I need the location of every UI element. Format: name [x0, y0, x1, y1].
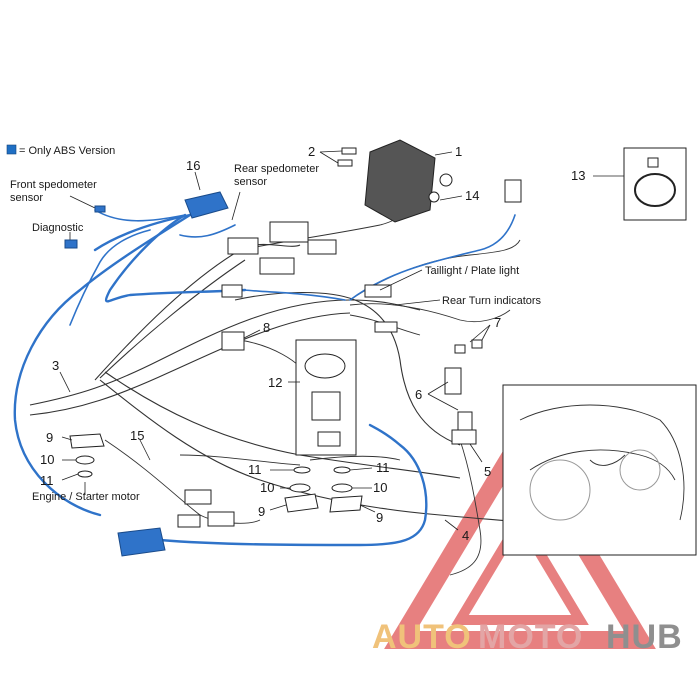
- screws: [319, 147, 357, 167]
- legend-text: = Only ABS Version: [19, 145, 115, 157]
- callout-10-center: 10: [260, 480, 274, 495]
- label-diagnostic: Diagnostic: [32, 222, 84, 234]
- abs-connector: [117, 527, 166, 557]
- leader-15: [139, 439, 151, 461]
- callout-3: 3: [52, 358, 59, 373]
- cable-tie-box: [593, 147, 687, 221]
- diagnostic-connector: [64, 239, 78, 249]
- callout-5: 5: [484, 464, 491, 479]
- fuse-box-group: [288, 339, 357, 456]
- callout-4: 4: [462, 528, 469, 543]
- abs-control-unit: [184, 191, 229, 219]
- terminal-parts-center: [269, 466, 376, 513]
- leader-taillight: [379, 269, 423, 291]
- callout-13: 13: [571, 168, 585, 183]
- abs-harness: [13, 209, 516, 547]
- callout-8: 8: [263, 320, 270, 335]
- callout-15: 15: [130, 428, 144, 443]
- leader-4: [444, 519, 459, 531]
- watermark-auto: AUTO: [372, 618, 472, 656]
- label-engine-starter: Engine / Starter motor: [32, 491, 140, 503]
- bushings: [428, 173, 463, 203]
- label-rear-turn: Rear Turn indicators: [442, 295, 542, 307]
- leader-16: [194, 171, 201, 191]
- callout-12: 12: [268, 375, 282, 390]
- callout-11-right: 11: [376, 460, 390, 475]
- callout-14: 14: [465, 188, 479, 203]
- legend-swatch: [6, 144, 17, 155]
- leader-5: [469, 443, 483, 463]
- inset-view: [502, 384, 697, 556]
- connector-pair: [427, 367, 477, 445]
- fuse-parts: [454, 324, 491, 354]
- watermark-hub: HUB: [606, 618, 683, 656]
- callout-9-right: 9: [376, 510, 383, 525]
- terminal-parts-left: [61, 433, 105, 481]
- watermark-text: AUTO MOTO HUB: [372, 618, 683, 656]
- callout-1: 1: [455, 144, 462, 159]
- leader-3: [59, 371, 71, 393]
- callout-2: 2: [308, 144, 315, 159]
- label-front-speedo-1: Front spedometer: [10, 179, 97, 191]
- voltage-regulator: [364, 139, 453, 223]
- label-taillight: Taillight / Plate light: [425, 265, 519, 277]
- callout-7: 7: [494, 315, 501, 330]
- front-sensor-plug: [94, 205, 106, 213]
- watermark-moto: MOTO: [478, 618, 583, 656]
- connectors: [177, 179, 522, 528]
- callout-9-left: 9: [46, 430, 53, 445]
- label-front-speedo-2: sensor: [10, 192, 43, 204]
- relay: [221, 329, 261, 351]
- leader-rear-speedo: [231, 191, 241, 221]
- callout-6: 6: [415, 387, 422, 402]
- callout-10-left: 10: [40, 452, 54, 467]
- label-rear-speedo-2: sensor: [234, 176, 267, 188]
- callout-11-center: 11: [248, 462, 262, 477]
- callout-11-left: 11: [40, 473, 54, 488]
- callout-10-right: 10: [373, 480, 387, 495]
- leader-front-speedo: [69, 195, 96, 209]
- callout-9-center: 9: [258, 504, 265, 519]
- label-rear-speedo-1: Rear spedometer: [234, 163, 319, 175]
- leader-rear-turn: [394, 299, 441, 306]
- callout-16: 16: [186, 158, 200, 173]
